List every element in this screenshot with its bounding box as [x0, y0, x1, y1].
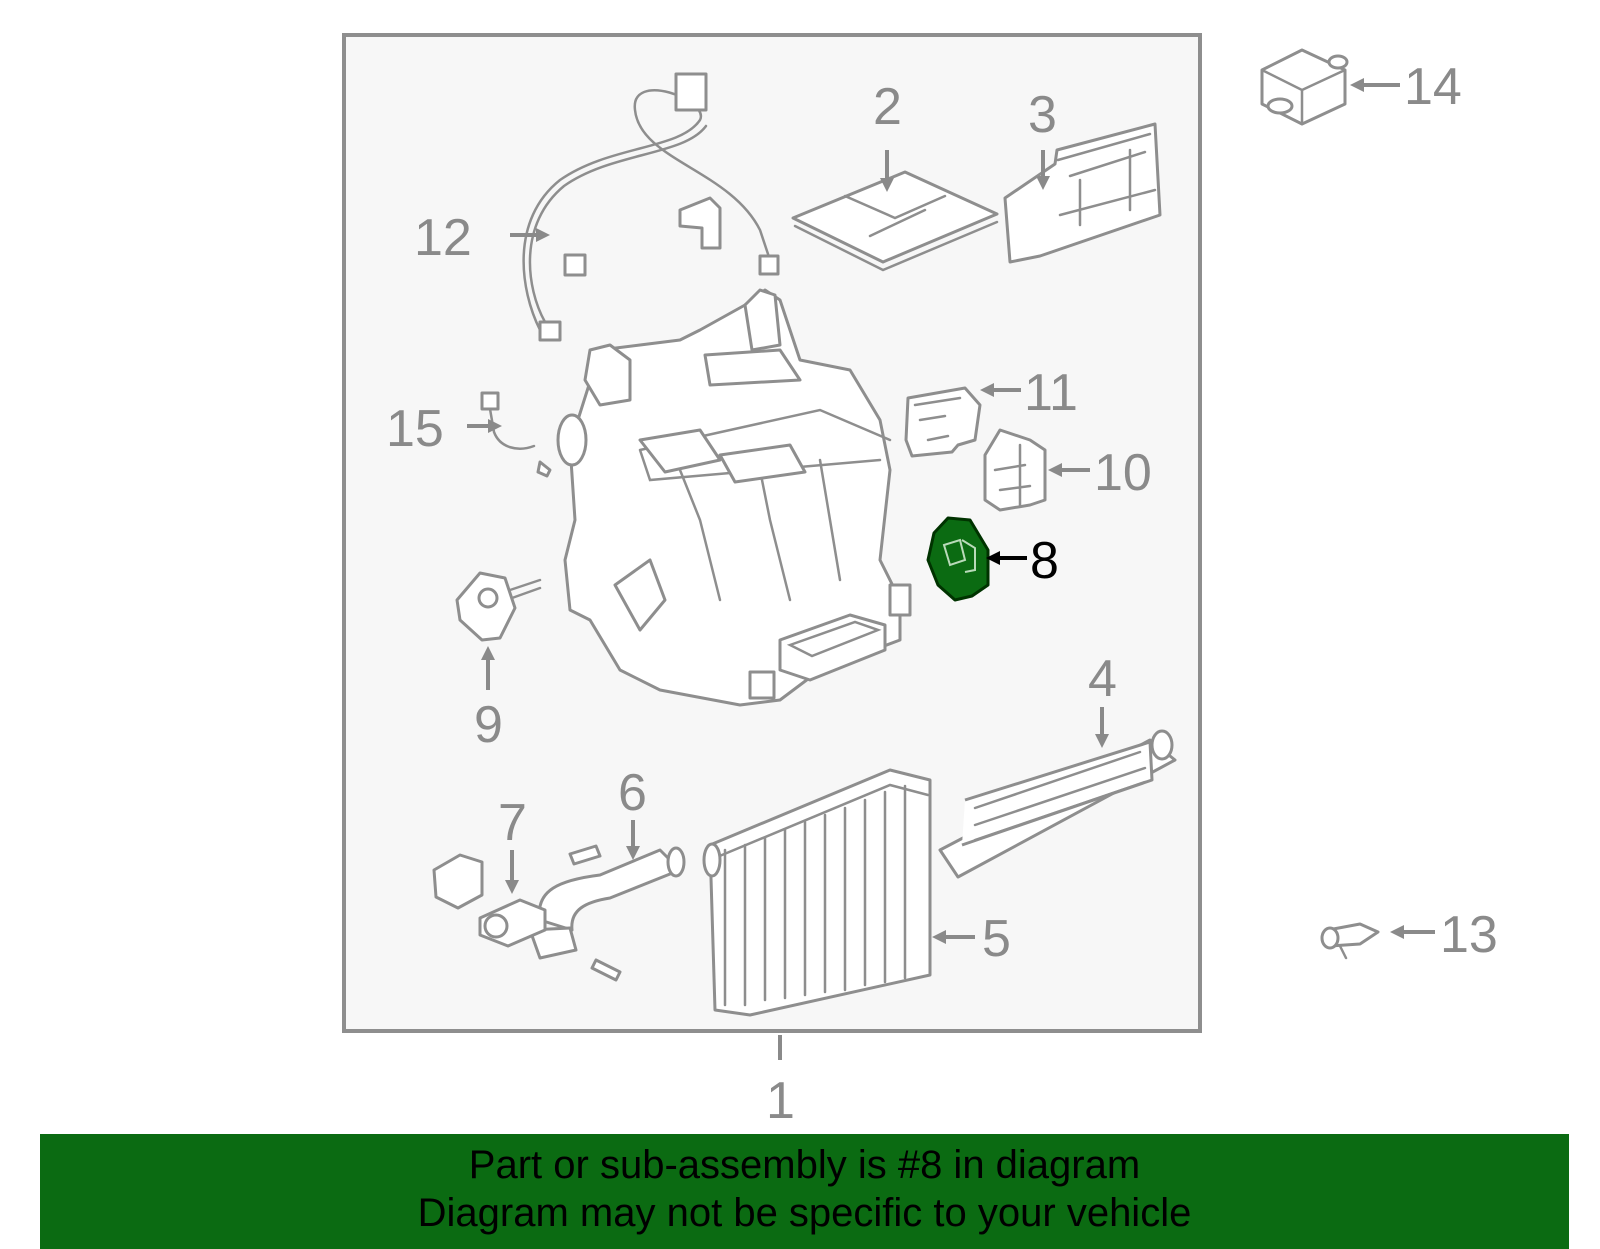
part-11-actuator[interactable] [904, 386, 982, 458]
callout-11: 11 [1024, 364, 1078, 422]
callout-12: 12 [414, 209, 472, 267]
callout-8: 8 [1030, 532, 1059, 590]
callout-4: 4 [1088, 650, 1117, 708]
part-2-filter[interactable] [791, 170, 999, 272]
leader-lines [467, 78, 1435, 944]
part-14-module[interactable] [1260, 48, 1349, 126]
part-9-sensor[interactable] [455, 571, 542, 642]
part-3-cover[interactable] [1003, 122, 1162, 264]
part-15-sensor[interactable] [480, 391, 552, 478]
callout-6: 6 [618, 764, 647, 822]
callout-3: 3 [1028, 86, 1057, 144]
part-8-highlighted[interactable] [926, 516, 990, 602]
part-5-evaporator[interactable] [702, 768, 932, 1017]
part-13-clip[interactable] [1320, 922, 1380, 960]
callout-15: 15 [386, 400, 444, 458]
part-4-heater-core[interactable] [938, 729, 1177, 879]
banner-line-1: Part or sub-assembly is #8 in diagram [468, 1143, 1141, 1187]
callout-10: 10 [1094, 444, 1152, 502]
callout-9: 9 [474, 696, 503, 754]
callout-1: 1 [766, 1072, 795, 1130]
part-7-valve[interactable] [432, 853, 547, 948]
part-10-servo-motor[interactable] [983, 428, 1047, 512]
info-banner: Part or sub-assembly is #8 in diagram Di… [40, 1134, 1569, 1249]
callout-2: 2 [873, 78, 902, 136]
banner-line-2: Diagram may not be specific to your vehi… [417, 1191, 1192, 1235]
part-6-pipe[interactable] [528, 844, 686, 982]
heater-housing [556, 288, 912, 707]
callout-5: 5 [982, 910, 1011, 968]
callout-14: 14 [1404, 58, 1462, 116]
callout-7: 7 [498, 794, 527, 852]
callout-13: 13 [1440, 906, 1498, 964]
part-12-wire-harness[interactable] [522, 72, 780, 342]
